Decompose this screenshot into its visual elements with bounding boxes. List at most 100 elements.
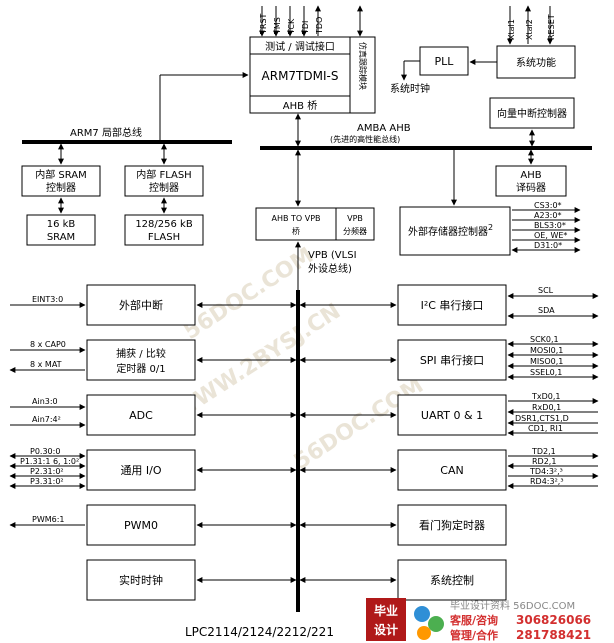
pll-label: PLL	[435, 55, 455, 68]
system-control-box	[397, 559, 507, 601]
ahb-decoder-line1: AHB	[520, 170, 541, 181]
emc-pins: CS3:0* A23:0* BLS3:0* OE, WE* D31:0*	[511, 201, 581, 253]
jtag-pin-tms: TMS	[273, 17, 282, 35]
signal-rd43: RD4:3²,³	[530, 477, 564, 486]
signal-rd21: RD2,1	[532, 457, 556, 466]
signal-mosi: MOSI0,1	[530, 346, 563, 355]
pin-xtal2: Xtal2	[525, 19, 534, 40]
spi-box	[397, 339, 507, 381]
signal-td21: TD2,1	[531, 447, 556, 456]
signal-dsr-cts: DSR1,CTS1,D	[515, 414, 569, 423]
adc-box	[86, 394, 196, 436]
figure-caption: LPC2114/2124/2212/221	[185, 625, 334, 639]
ahb-vpb-bridge-line2: 桥	[292, 226, 300, 236]
ad-row2-label: 管理/合作	[450, 628, 498, 642]
ahb-decoder-box	[495, 165, 567, 197]
signal-rxd: RxD0,1	[532, 403, 561, 412]
pwm0-box	[86, 504, 196, 546]
rtc-label: 实时时钟	[119, 573, 163, 587]
ahb-bus-title: AMBA AHB	[357, 123, 411, 134]
external-interrupt-label: 外部中断	[119, 298, 163, 312]
signal-p3: P3.31:0²	[30, 477, 64, 486]
signal-cd-ri: CD1, RI1	[528, 424, 563, 433]
signal-ain74: Ain7:4²	[32, 415, 61, 424]
signal-eint: EINT3:0	[32, 295, 63, 304]
ad-row1-label: 客服/咨询	[449, 613, 498, 627]
vic-box	[489, 97, 575, 129]
jtag-pins: TRST TMS TCK TDI TDO	[259, 5, 363, 37]
capture-compare-line2: 定时器 0/1	[116, 362, 165, 375]
pin-reset: RESET	[547, 14, 556, 40]
sram-line2: SRAM	[47, 232, 75, 243]
vpb-bus-label-line2: 外设总线)	[308, 262, 352, 275]
watchdog-label: 看门狗定时器	[419, 518, 485, 532]
i2c-box	[397, 284, 507, 326]
vpb-divider-line1: VPB	[347, 214, 363, 223]
flash-controller-box	[124, 165, 204, 197]
watchdog-box	[397, 504, 507, 546]
signal-cap0: 8 x CAP0	[30, 340, 66, 349]
uart-label: UART 0 & 1	[421, 409, 483, 422]
flash-line1: 128/256 kB	[135, 219, 193, 230]
sram-line1: 16 kB	[47, 219, 76, 230]
emc-pin-addr: A23:0*	[534, 211, 561, 220]
can-label: CAN	[440, 464, 463, 477]
uart-box	[397, 394, 507, 436]
ahb-bridge-label: AHB 桥	[283, 100, 317, 112]
jtag-pin-tck: TCK	[287, 18, 296, 35]
cpu-box	[249, 53, 351, 97]
signal-p0: P0.30:0	[30, 447, 60, 456]
system-functions-label: 系统功能	[516, 56, 556, 69]
ad-site-text: 毕业设计资料 56DOC.COM	[450, 599, 575, 612]
ahb-bus-subtitle: (先进的高性能总线)	[330, 134, 400, 144]
signal-p1: P1.31:1 6, 1:0²	[20, 457, 79, 466]
sram-controller-box	[21, 165, 101, 197]
signal-sda: SDA	[538, 306, 555, 315]
signal-mat: 8 x MAT	[30, 360, 62, 369]
test-debug-interface-label: 测试 / 调试接口	[265, 40, 335, 53]
can-box	[397, 449, 507, 491]
system-function-pins: Xtal1 Xtal2 RESET	[507, 5, 556, 45]
vpb-divider-line2: 分频器	[343, 226, 367, 236]
system-control-label: 系统控制	[430, 573, 474, 587]
jtag-pin-tdi: TDI	[301, 21, 310, 35]
ad-row2-number: 281788421	[516, 628, 591, 642]
signal-scl: SCL	[538, 286, 554, 295]
capture-compare-timer-box	[86, 339, 196, 381]
signal-miso: MISO0,1	[530, 357, 563, 366]
vic-label: 向量中断控制器	[497, 107, 567, 120]
arm-core-block: 测试 / 调试接口 ARM7TDMI-S AHB 桥 仿真跟踪模块	[249, 36, 376, 114]
sram-box	[26, 214, 96, 246]
ahb-to-vpb-bridge-box	[255, 207, 375, 241]
ad-logo	[366, 598, 406, 641]
external-interrupt-box	[86, 284, 196, 326]
ad-row1-number: 306826066	[516, 613, 591, 627]
ad-logo-line1: 毕业	[374, 603, 398, 618]
rtc-box	[86, 559, 196, 601]
local-bus-label: ARM7 局部总线	[70, 126, 142, 139]
flash-line2: FLASH	[148, 232, 180, 243]
signal-pwm: PWM6:1	[32, 515, 65, 524]
flash-controller-line1: 内部 FLASH	[136, 168, 191, 181]
emc-pin-data: D31:0*	[534, 241, 562, 250]
vpb-bus-label-line1: VPB (VLSI	[308, 250, 357, 261]
emc-pin-cs: CS3:0*	[534, 201, 562, 210]
sram-controller-line1: 内部 SRAM	[35, 168, 87, 181]
emc-pin-bls: BLS3:0*	[534, 221, 566, 230]
cpu-label: ARM7TDMI-S	[262, 69, 339, 83]
qq-penguin-icon	[414, 606, 430, 622]
i2c-label: I²C 串行接口	[421, 299, 484, 312]
jtag-pin-tdo: TDO	[315, 17, 324, 35]
sram-controller-line2: 控制器	[46, 181, 76, 194]
signal-ssel: SSEL0,1	[530, 368, 562, 377]
pwm0-label: PWM0	[124, 519, 158, 532]
ahb-decoder-line2: 译码器	[516, 182, 546, 194]
adc-label: ADC	[129, 409, 153, 422]
pin-xtal1: Xtal1	[507, 19, 516, 40]
ad-banner: 毕业 设计 毕业设计资料 56DOC.COM 客服/咨询 306826066 管…	[366, 598, 591, 642]
msn-icon-2	[417, 626, 431, 640]
emc-pin-oe-we: OE, WE*	[534, 231, 567, 240]
flash-box	[124, 214, 204, 246]
